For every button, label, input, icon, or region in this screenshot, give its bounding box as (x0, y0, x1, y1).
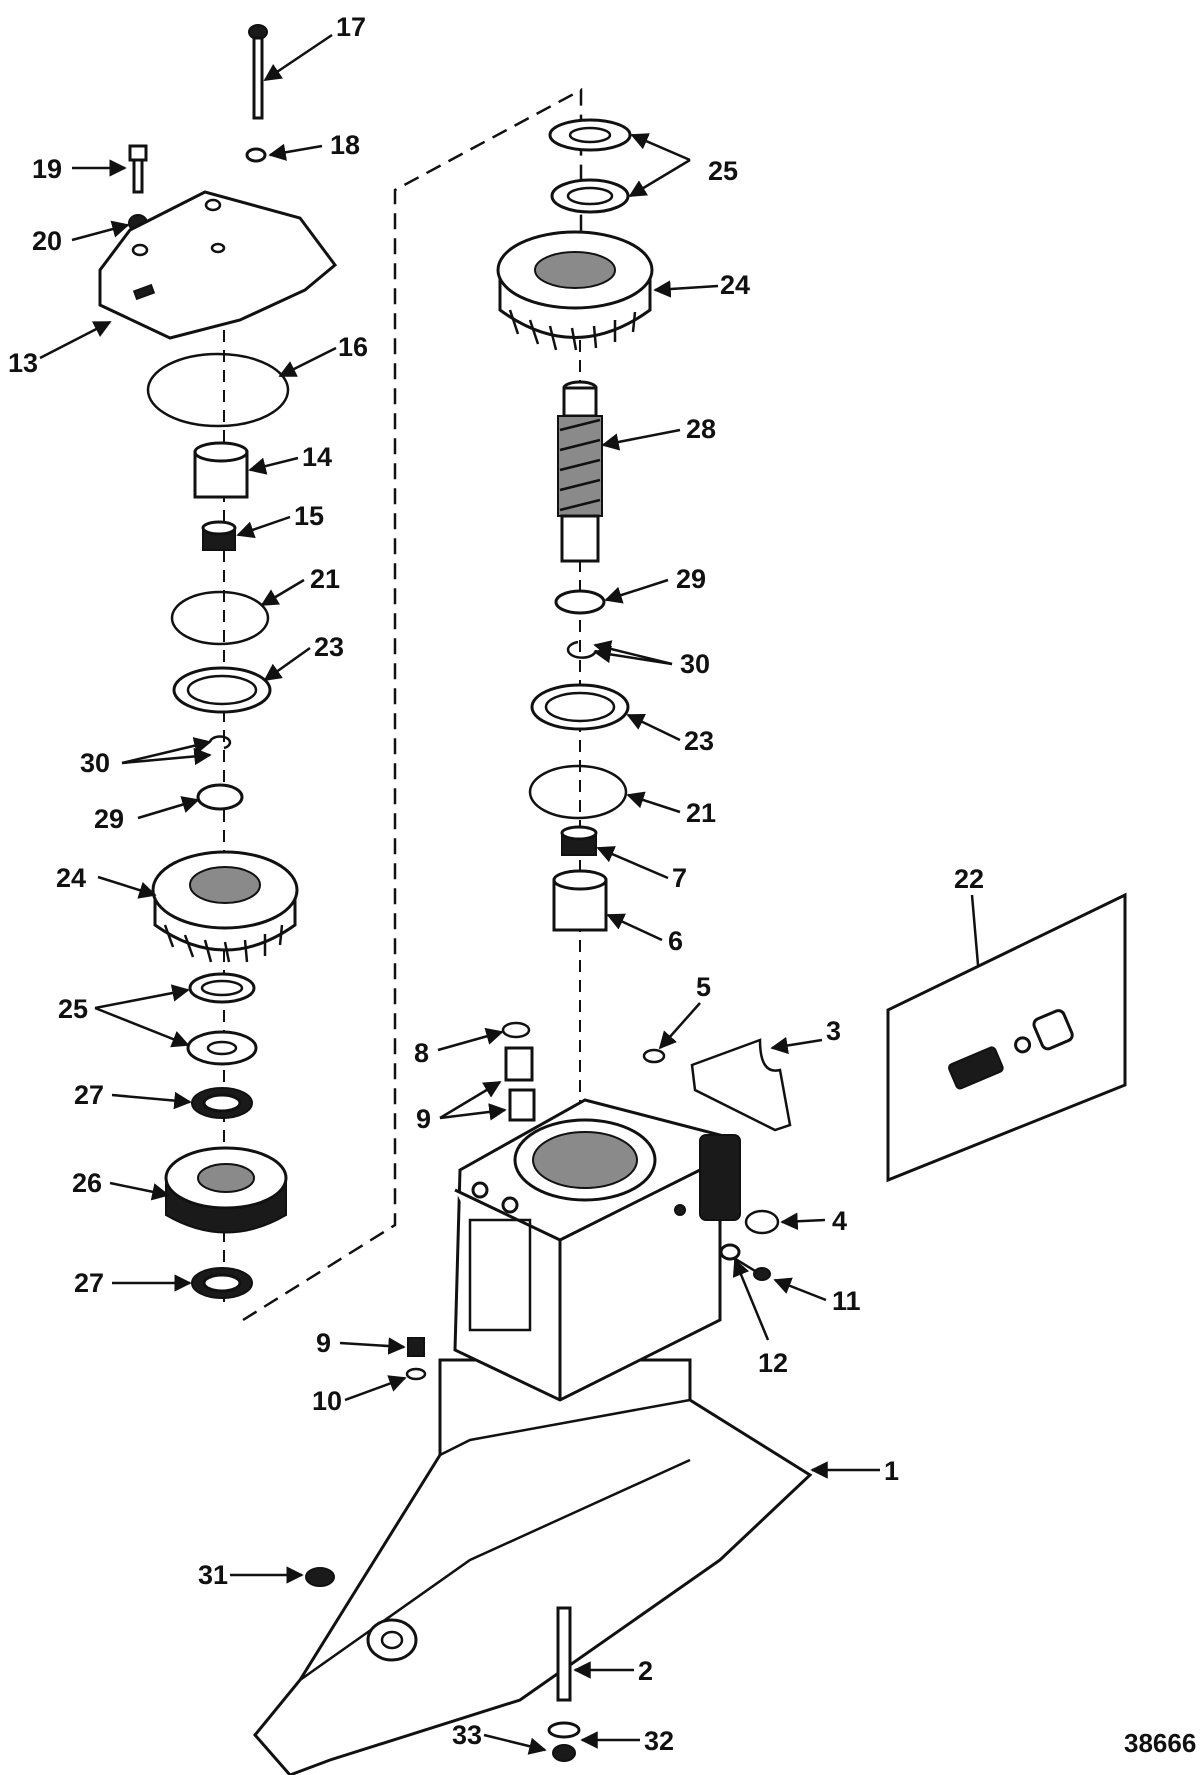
callout-labels: 17 18 19 20 13 16 14 15 21 23 30 29 24 2… (8, 12, 984, 1756)
callout: 16 (338, 332, 368, 362)
part-o-ring-16 (146, 352, 290, 428)
detail-box-22 (886, 892, 1127, 1183)
callout: 2 (638, 1656, 653, 1686)
callout: 14 (302, 442, 332, 472)
part-thrust-bearing-23-right (530, 683, 630, 731)
part-clip-30-right (566, 640, 598, 659)
part-gear-24-right (496, 230, 654, 351)
part-thrust-washer-25-left (186, 972, 258, 1066)
part-clip-30 (208, 735, 232, 750)
callout: 6 (668, 926, 683, 956)
callout: 19 (32, 154, 62, 184)
callout: 25 (58, 994, 88, 1024)
callout: 23 (684, 726, 714, 756)
part-washer-18 (245, 147, 267, 163)
callout: 9 (316, 1328, 331, 1358)
part-thrust-washer-25-right (548, 118, 632, 214)
callout: 17 (336, 12, 366, 42)
part-dowel-9-upper (504, 1046, 536, 1122)
callout: 27 (74, 1268, 104, 1298)
part-cover-13 (98, 190, 338, 340)
part-nut-washer-32-33 (547, 1721, 581, 1762)
callout: 23 (314, 632, 344, 662)
callout: 12 (758, 1348, 788, 1378)
callout: 20 (32, 226, 62, 256)
part-ring-21 (170, 590, 270, 646)
part-screw-17 (248, 24, 268, 120)
callout: 28 (686, 414, 716, 444)
callout: 25 (708, 156, 738, 186)
part-washer-29 (196, 783, 244, 811)
part-o-ring-5 (642, 1048, 666, 1064)
callout: 24 (720, 270, 750, 300)
callout: 18 (330, 130, 360, 160)
part-gear-24-left (151, 850, 299, 963)
callout: 11 (832, 1286, 861, 1316)
figure-number: 38666 (1124, 1728, 1196, 1758)
callout: 9 (416, 1104, 431, 1134)
callout: 30 (80, 748, 110, 778)
part-pinion-shaft-28 (557, 380, 603, 563)
callout: 21 (310, 564, 340, 594)
part-washer-12 (719, 1243, 741, 1261)
callout: 24 (56, 863, 86, 893)
part-bearing-7 (560, 825, 598, 856)
part-bushing-14 (193, 441, 249, 499)
part-ring-21-right (528, 764, 628, 820)
callout: 30 (680, 649, 710, 679)
callout: 13 (8, 348, 38, 378)
callout: 32 (644, 1726, 674, 1756)
callout: 29 (94, 804, 124, 834)
part-plug-31 (305, 1567, 335, 1587)
assembly-dashed-line (242, 87, 583, 1322)
part-stud-2 (556, 1606, 572, 1702)
part-o-ring-8 (501, 1021, 531, 1039)
callout: 29 (676, 564, 706, 594)
leader-lines (39, 33, 980, 1755)
callout: 5 (696, 972, 711, 1002)
part-o-ring-10 (405, 1367, 427, 1381)
part-bushing-6 (552, 869, 608, 932)
callout: 3 (826, 1016, 841, 1046)
part-dowel-9-lower (407, 1337, 425, 1357)
callout: 27 (74, 1080, 104, 1110)
part-thrust-bearing-23 (172, 666, 272, 714)
part-housing-1 (253, 1098, 813, 1775)
callout: 26 (72, 1168, 102, 1198)
part-o-ring-4 (744, 1209, 780, 1235)
part-bearing-15 (201, 520, 237, 551)
callout: 21 (686, 798, 716, 828)
callout: 15 (294, 501, 324, 531)
part-seal-27-lower (191, 1267, 253, 1299)
part-washer-29-right (554, 589, 606, 615)
callout: 10 (312, 1386, 342, 1416)
callout: 22 (954, 864, 984, 894)
callout: 31 (198, 1560, 228, 1590)
callout: 1 (884, 1456, 899, 1486)
callout: 4 (832, 1206, 847, 1236)
callout: 33 (452, 1720, 482, 1750)
callout: 7 (672, 863, 687, 893)
part-seal-27-upper (191, 1087, 253, 1119)
part-bearing-26 (164, 1146, 288, 1234)
part-bolt-19 (128, 144, 148, 194)
part-gasket-3 (690, 1038, 792, 1132)
callout: 8 (414, 1038, 429, 1068)
